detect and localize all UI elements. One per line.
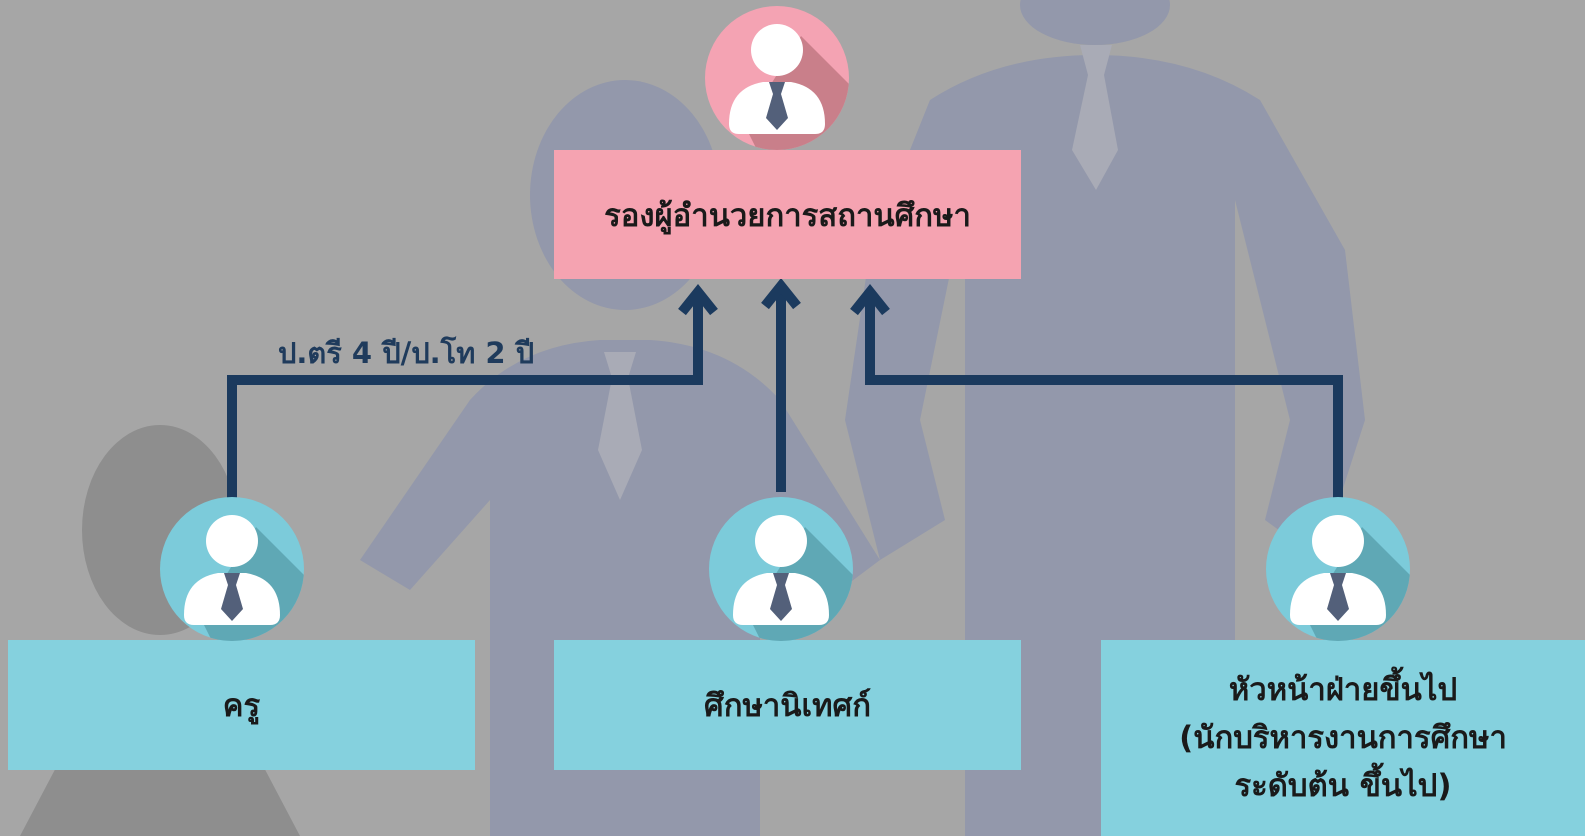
person-icon bbox=[709, 497, 853, 641]
department-head-box: หัวหน้าฝ่ายขึ้นไป (นักบริหารงานการศึกษา … bbox=[1101, 640, 1585, 836]
arrowhead-right bbox=[850, 283, 890, 316]
teacher-box: ครู bbox=[8, 640, 475, 770]
arrowhead-left bbox=[678, 283, 718, 316]
silhouette-details bbox=[598, 45, 1118, 500]
qualification-label: ป.ตรี 4 ปี/ป.โท 2 ปี bbox=[278, 336, 535, 370]
connector-left bbox=[227, 292, 703, 500]
person-icon bbox=[160, 497, 304, 641]
deputy-director-box: รองผู้อำนวยการสถานศึกษา bbox=[554, 150, 1021, 279]
deputy-director-label: รองผู้อำนวยการสถานศึกษา bbox=[604, 197, 971, 234]
supervisor-label: ศึกษานิเทศก์ bbox=[704, 688, 871, 724]
arrowhead-middle bbox=[761, 277, 801, 310]
teacher-label: ครู bbox=[222, 688, 261, 724]
person-icon bbox=[705, 6, 849, 150]
connector-right bbox=[865, 292, 1343, 500]
supervisor-box: ศึกษานิเทศก์ bbox=[554, 640, 1021, 770]
department-head-label: หัวหน้าฝ่ายขึ้นไป (นักบริหารงานการศึกษา … bbox=[1179, 671, 1507, 805]
person-icon bbox=[1266, 497, 1410, 641]
